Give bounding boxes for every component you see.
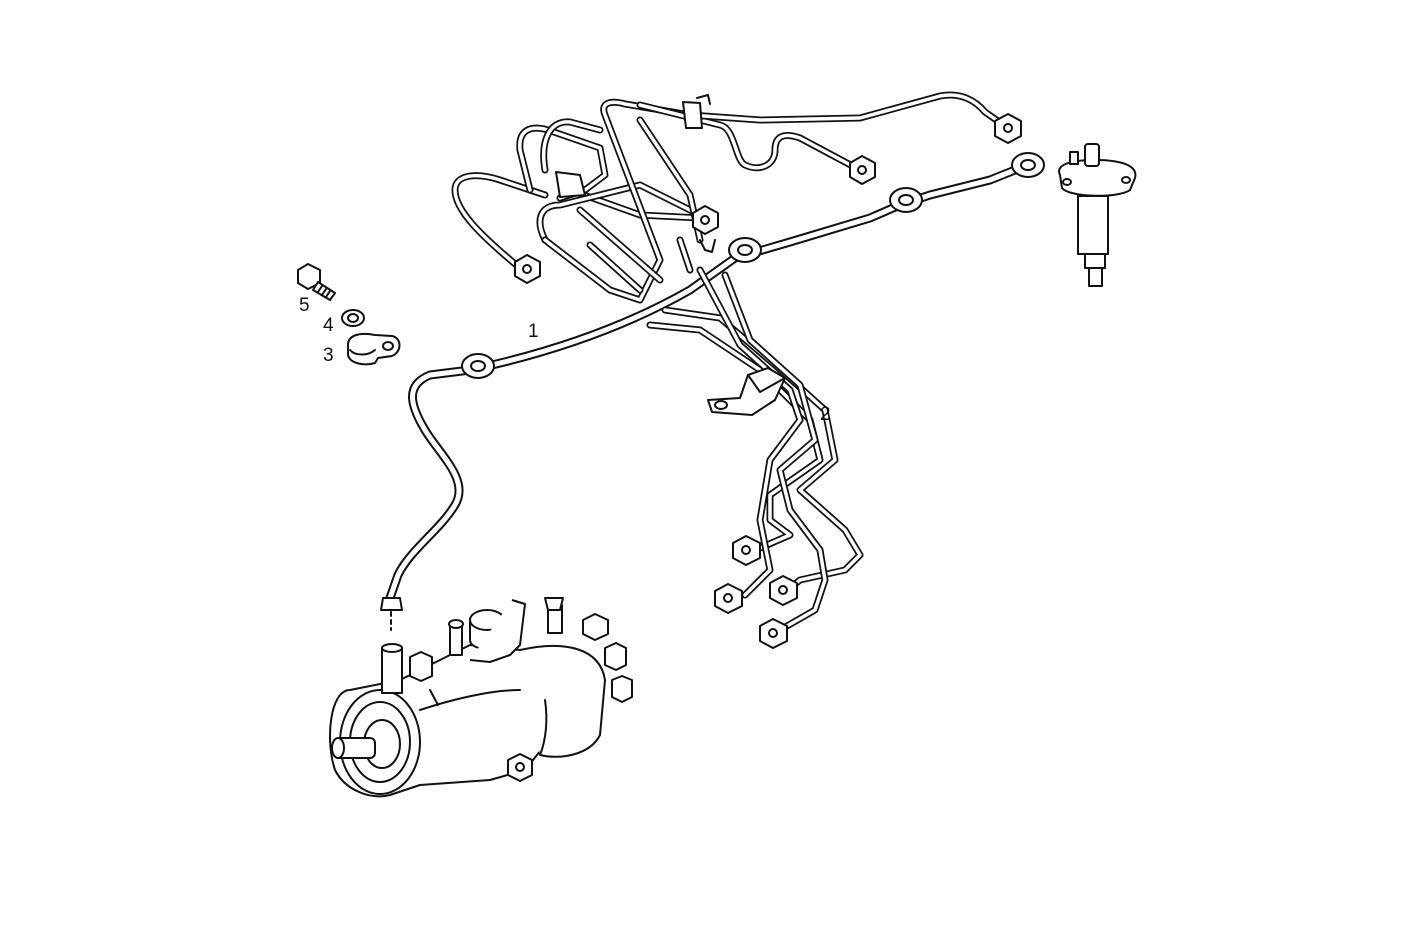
callout-2: 2 [820, 404, 831, 425]
sealing-washer [341, 309, 365, 327]
leak-off-pipe [380, 152, 1045, 631]
banjo-bolt [297, 263, 336, 301]
injection-pipes [646, 266, 864, 649]
banjo-fitting [347, 332, 401, 366]
return-pipe-assembly [451, 91, 1022, 304]
injection-pump [329, 597, 633, 798]
callout-3: 3 [323, 345, 334, 366]
callout-4: 4 [323, 315, 334, 336]
callout-1: 1 [528, 321, 539, 342]
injector [1058, 143, 1137, 287]
callout-5: 5 [299, 295, 310, 316]
